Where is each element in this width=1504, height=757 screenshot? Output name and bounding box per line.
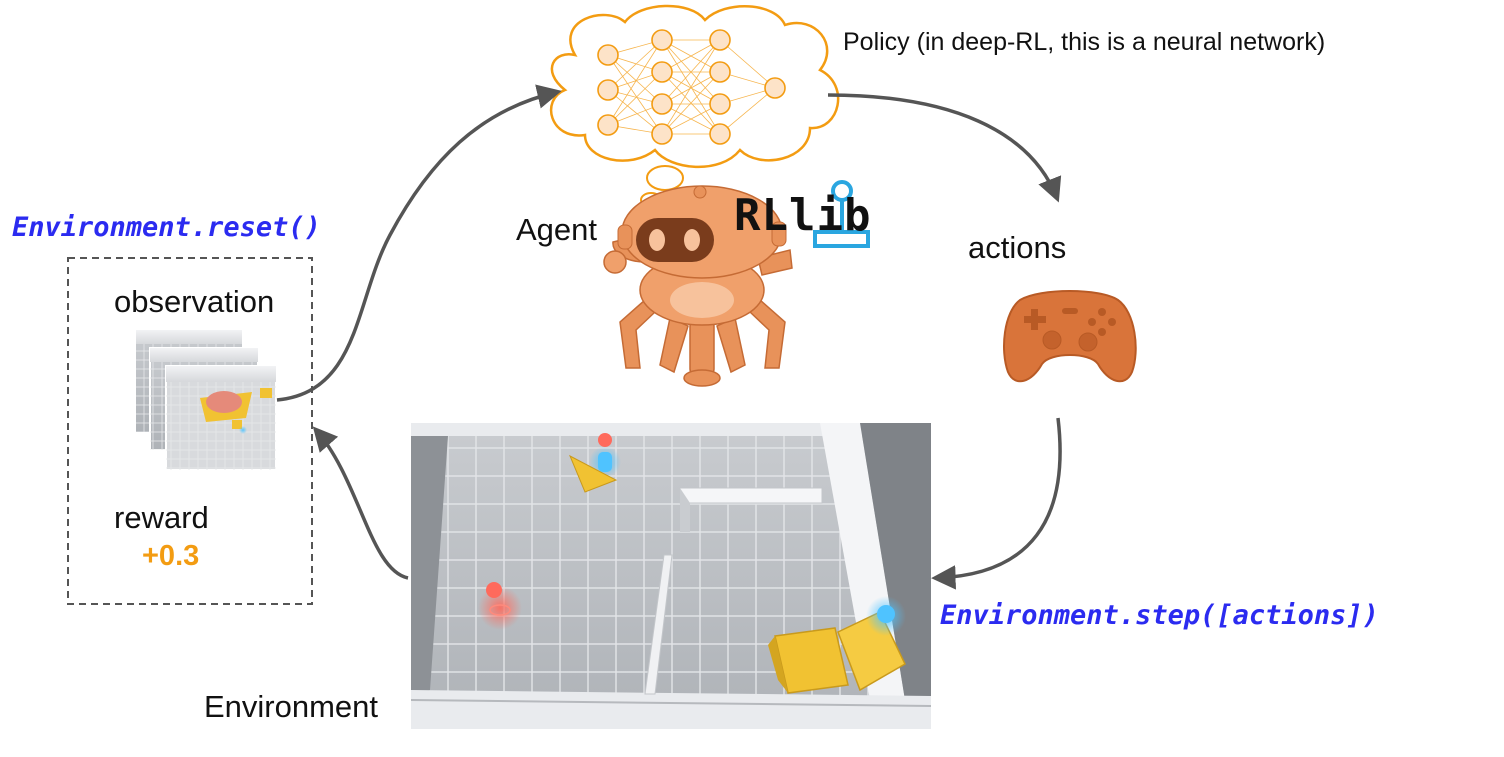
arrow-policy-to-actions <box>827 93 1062 203</box>
rllib-logo-text: RLlib <box>734 190 872 241</box>
environment-label: Environment <box>204 689 379 724</box>
network-nodes <box>597 29 786 145</box>
robot-agent-icon <box>603 185 793 387</box>
arrow-environment-to-observation <box>312 426 409 580</box>
reward-label: reward <box>114 500 209 535</box>
arrow-actions-to-environment <box>931 417 1062 590</box>
policy-label: Policy (in deep-RL, this is a neural net… <box>843 28 1326 56</box>
observation-panel-border <box>67 257 313 605</box>
reward-value: +0.3 <box>142 540 200 572</box>
environment-scene <box>410 423 932 729</box>
rllib-logo-accent <box>813 180 870 248</box>
observation-label: observation <box>114 284 275 319</box>
arrow-observation-to-policy <box>276 84 562 402</box>
step-call-label: Environment.step([actions]) <box>940 600 1379 631</box>
actions-label: actions <box>968 230 1067 265</box>
agent-label: Agent <box>516 212 598 247</box>
reset-call-label: Environment.reset() <box>12 212 321 243</box>
gamepad-icon <box>1003 290 1137 383</box>
policy-network-cloud <box>549 4 840 169</box>
observation-frame-front <box>165 365 277 471</box>
observation-frames <box>136 330 277 471</box>
